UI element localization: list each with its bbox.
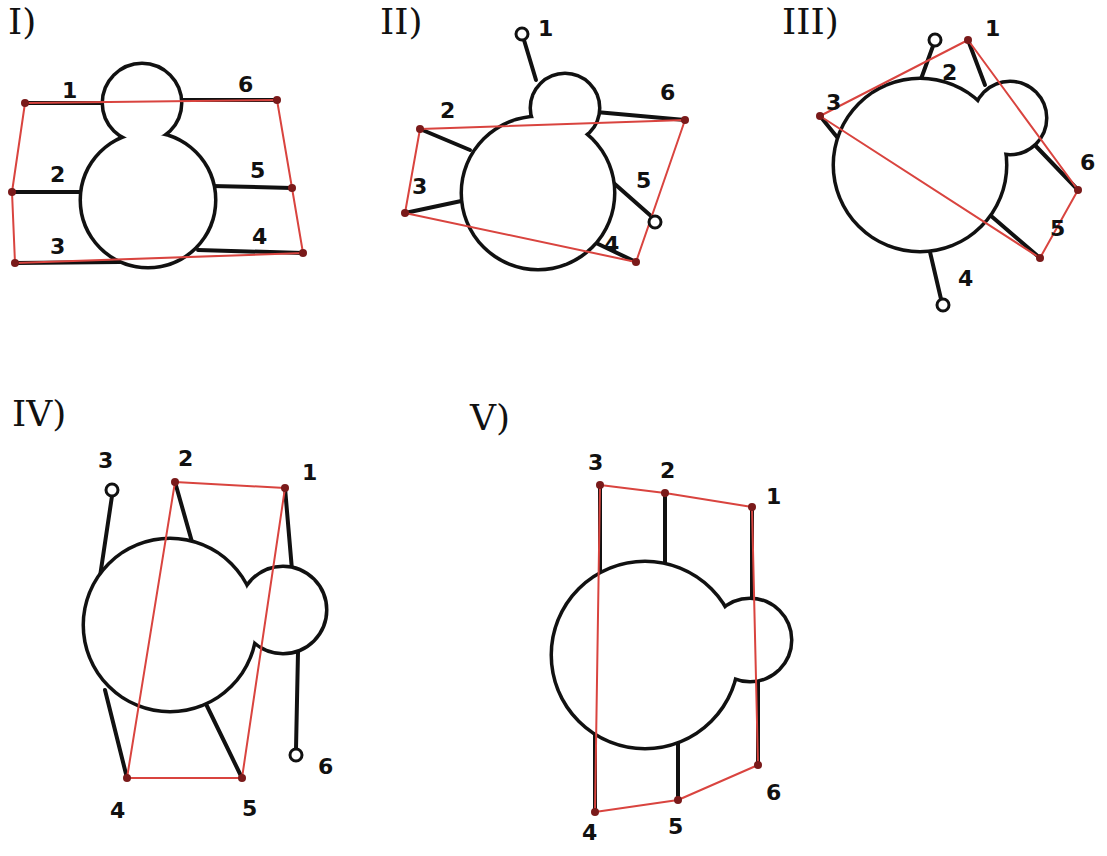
point-number: 5	[1050, 218, 1065, 240]
point-number: 4	[110, 800, 125, 822]
point-number: 6	[766, 782, 781, 804]
point-number: 6	[660, 82, 675, 104]
panel-label: I)	[8, 4, 36, 40]
point-number: 1	[62, 80, 77, 102]
panel-label: II)	[380, 4, 423, 40]
panel-label: IV)	[12, 396, 66, 432]
point-number: 5	[636, 170, 651, 192]
point-number: 6	[318, 756, 333, 778]
point-number: 3	[826, 92, 841, 114]
point-number: 1	[302, 462, 317, 484]
point-number: 4	[582, 822, 597, 844]
point-number: 2	[178, 448, 193, 470]
point-number: 1	[766, 486, 781, 508]
point-number: 1	[985, 18, 1000, 40]
point-number: 4	[252, 226, 267, 248]
panel-label: III)	[782, 4, 839, 40]
point-number: 3	[50, 236, 65, 258]
point-number: 3	[588, 452, 603, 474]
point-number: 5	[668, 816, 683, 838]
point-number: 3	[98, 450, 113, 472]
point-number: 2	[942, 62, 957, 84]
point-number: 2	[660, 460, 675, 482]
point-number: 2	[440, 100, 455, 122]
point-number: 1	[538, 18, 553, 40]
panel-label: V)	[470, 400, 510, 436]
point-number: 6	[1080, 152, 1095, 174]
point-number: 4	[604, 234, 619, 256]
point-number: 4	[958, 268, 973, 290]
point-number: 5	[242, 798, 257, 820]
point-number: 6	[238, 74, 253, 96]
point-number: 3	[412, 176, 427, 198]
point-number: 5	[250, 160, 265, 182]
point-number: 2	[50, 164, 65, 186]
